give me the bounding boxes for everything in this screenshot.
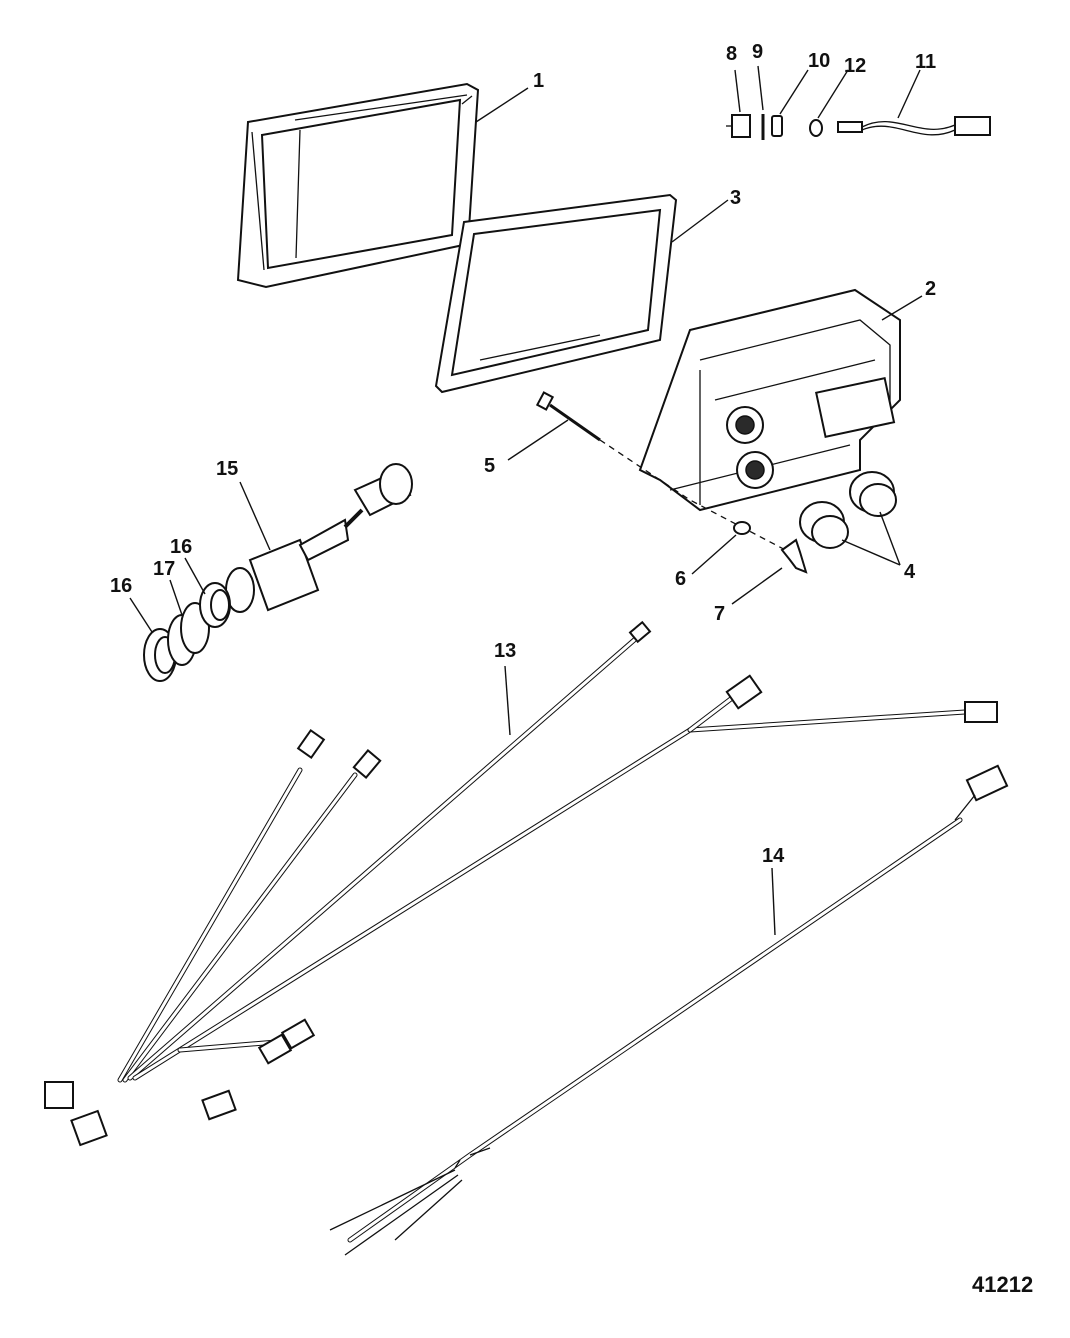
leader-lines: [129, 65, 923, 936]
part-5-bolt: [535, 391, 601, 442]
part-15-connector: [225, 463, 413, 613]
callout-9: 9: [752, 41, 763, 63]
callout-17: 17: [153, 558, 175, 580]
part-6-washer: [733, 521, 751, 535]
part-11-sensor-lead: [837, 116, 991, 136]
callout-3: 3: [730, 187, 741, 209]
part-4-caps: [799, 471, 897, 549]
part-10-nut: [771, 115, 783, 137]
callout-4: 4: [904, 561, 916, 583]
figure-id: 41212: [972, 1272, 1033, 1297]
callout-labels: 1 2 3 4 5 6 7 8 9 10 12 11 15 16 17 16 1…: [110, 41, 936, 867]
part-3-gasket: [434, 193, 678, 394]
callout-5: 5: [484, 455, 495, 477]
part-1-bezel: [236, 82, 480, 289]
callout-7: 7: [714, 603, 725, 625]
callout-12: 12: [844, 55, 866, 77]
callout-2: 2: [925, 278, 936, 300]
callout-16-left: 16: [110, 575, 132, 597]
part-12-o-ring: [809, 119, 823, 137]
part-16-nut-inner: [199, 582, 231, 628]
assembly-axis-line: [599, 439, 796, 556]
part-7-wing-nut: [780, 538, 808, 574]
callout-11: 11: [915, 51, 936, 73]
part-14-harness: [329, 764, 1009, 1256]
callout-13: 13: [494, 640, 516, 662]
callout-6: 6: [675, 568, 686, 590]
callout-14: 14: [762, 845, 785, 867]
callout-16-right: 16: [170, 536, 192, 558]
callout-1: 1: [533, 70, 544, 92]
part-13-main-harness: [44, 620, 998, 1147]
callout-8: 8: [726, 43, 737, 65]
part-8-screw: [726, 114, 751, 138]
callout-15: 15: [216, 458, 238, 480]
part-2-display-housing: [638, 288, 901, 512]
callout-10: 10: [808, 50, 830, 72]
